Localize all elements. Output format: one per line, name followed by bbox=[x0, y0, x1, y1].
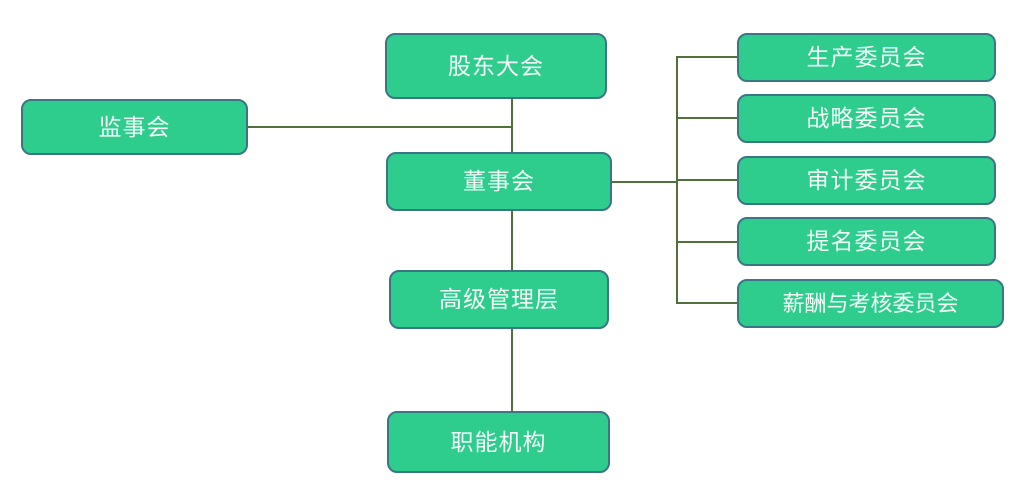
node-shareholders-meeting[interactable]: 股东大会 bbox=[385, 33, 607, 99]
connector-management-to-departments bbox=[511, 328, 513, 412]
connector-committee-stub-compensation bbox=[676, 302, 737, 304]
connector-board-to-committees bbox=[612, 181, 678, 183]
connector-committee-stub-audit bbox=[676, 179, 737, 181]
connector-board-to-management bbox=[511, 210, 513, 271]
node-committee-audit[interactable]: 审计委员会 bbox=[737, 156, 996, 205]
connector-committee-stub-production bbox=[676, 56, 737, 58]
node-committee-production[interactable]: 生产委员会 bbox=[737, 33, 996, 82]
node-committee-compensation[interactable]: 薪酬与考核委员会 bbox=[737, 279, 1004, 328]
node-committee-strategy[interactable]: 战略委员会 bbox=[737, 94, 996, 143]
connector-supervisors-to-trunk bbox=[248, 126, 513, 128]
node-senior-management[interactable]: 高级管理层 bbox=[389, 270, 609, 329]
node-board-of-directors[interactable]: 董事会 bbox=[386, 152, 612, 211]
connector-committee-stub-strategy bbox=[676, 117, 737, 119]
connector-committee-stub-nomination bbox=[676, 241, 737, 243]
node-committee-nomination[interactable]: 提名委员会 bbox=[737, 217, 996, 266]
node-functional-departments[interactable]: 职能机构 bbox=[387, 411, 610, 473]
node-board-of-supervisors[interactable]: 监事会 bbox=[21, 99, 248, 155]
connector-shareholders-to-board bbox=[511, 99, 513, 159]
